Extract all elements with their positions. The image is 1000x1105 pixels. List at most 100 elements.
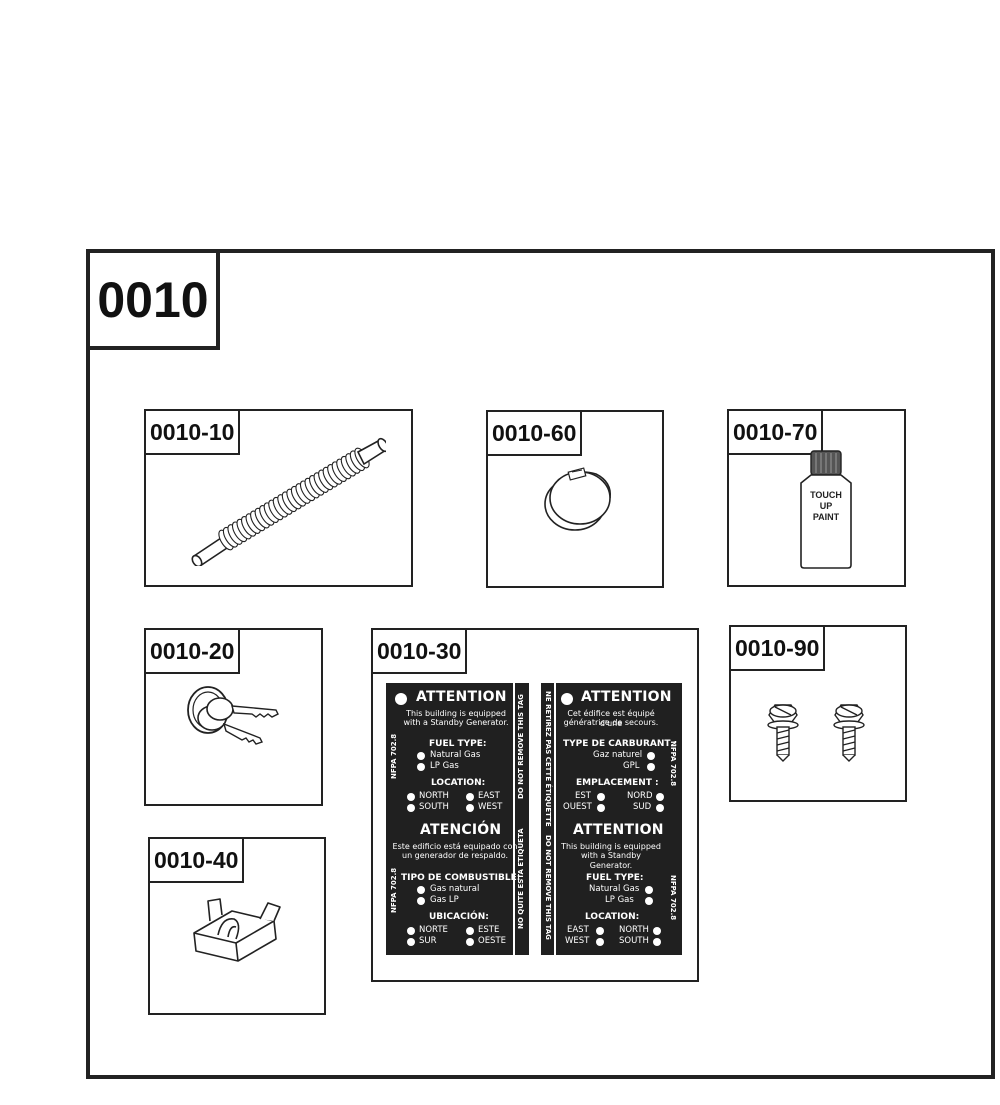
location-option-2: EAST — [478, 791, 500, 801]
part-0010-30-box[interactable]: 0010-30 ATTENTION This building is equip… — [371, 628, 699, 982]
tag-tear-strip — [513, 683, 515, 955]
tag-title: ATTENTION — [416, 689, 507, 705]
fuel-type-heading: FUEL TYPE: — [429, 739, 487, 749]
radio-dot-icon — [656, 804, 664, 812]
kit-number: 0010 — [90, 253, 220, 350]
part-0010-40-box[interactable]: 0010-40 — [148, 837, 326, 1015]
flexible-fuel-line-icon — [191, 437, 386, 566]
fuel-option-1: Natural Gas — [430, 750, 481, 760]
part-0010-10-box[interactable]: 0010-10 — [144, 409, 413, 587]
fuel-option2-1: Natural Gas — [589, 884, 640, 894]
attention-tag-right: NE RETIREZ PAS CETTE ÉTIQUETTE DO NOT RE… — [541, 683, 682, 955]
location-option2-2: NORTH — [619, 925, 649, 935]
part-0010-60-label: 0010-60 — [488, 412, 583, 456]
tag-side-code-2: NFPA 702.8 — [669, 875, 677, 921]
radio-dot-icon — [466, 927, 474, 935]
part-0010-90-box[interactable]: 0010-90 — [729, 625, 907, 802]
plug-cap-icon — [544, 467, 612, 531]
radio-dot-icon — [647, 763, 655, 771]
fuel-option-1: Gaz naturel — [593, 750, 643, 760]
location-option-3: SOUTH — [419, 802, 449, 812]
bottle-text-line-3: PAINT — [813, 512, 840, 522]
fuse-icon — [193, 898, 281, 962]
part-0010-70-label: 0010-70 — [729, 411, 824, 455]
location-option2-4: SOUTH — [619, 936, 649, 946]
tag-body2-line-2: with a Standby Generator. — [580, 851, 642, 870]
location-heading: LOCATION: — [431, 778, 486, 788]
location-option-1: EST — [575, 791, 591, 801]
fuel-option2-1: Gas natural — [430, 884, 480, 894]
tag-body2-line-1: This building is equipped — [561, 842, 661, 851]
tag-body-line-1: Cet édifice est équipé d'une — [567, 709, 655, 728]
location-option2-1: EAST — [567, 925, 589, 935]
radio-dot-icon — [417, 752, 425, 760]
location-heading-2: LOCATION: — [585, 912, 640, 922]
part-0010-20-label: 0010-20 — [146, 630, 241, 674]
fuel-type-heading: TYPE DE CARBURANT : — [563, 739, 678, 749]
location-heading: EMPLACEMENT : — [576, 778, 659, 788]
tag-hole-icon — [561, 693, 573, 705]
tag-title: ATTENTION — [581, 689, 672, 705]
radio-dot-icon — [417, 886, 425, 894]
tag-body-line-2: génératrice de secours. — [563, 718, 659, 727]
fuel-option2-2: LP Gas — [605, 895, 634, 905]
radio-dot-icon — [417, 763, 425, 771]
tag-body2-line-2: un generador de respaldo. — [402, 851, 508, 860]
location-option2-4: OESTE — [478, 936, 507, 946]
part-0010-90-label: 0010-90 — [731, 627, 826, 671]
radio-dot-icon — [647, 752, 655, 760]
part-0010-30-label: 0010-30 — [373, 630, 468, 674]
attention-tag-left: ATTENTION This building is equipped with… — [386, 683, 529, 955]
tag-strip-text-top: NE RETIREZ PAS CETTE ÉTIQUETTE — [544, 691, 552, 827]
fuel-option-2: GPL — [623, 761, 640, 771]
tag-tear-strip — [554, 683, 556, 955]
radio-dot-icon — [597, 793, 605, 801]
part-0010-10-label: 0010-10 — [146, 411, 241, 455]
radio-dot-icon — [417, 897, 425, 905]
part-0010-40-label: 0010-40 — [150, 839, 245, 883]
tag-body2-line-1: Este edificio está equipado con — [392, 842, 518, 851]
tag-title-2: ATENCIÓN — [420, 822, 502, 838]
radio-dot-icon — [653, 938, 661, 946]
location-option2-3: WEST — [565, 936, 590, 946]
radio-dot-icon — [466, 804, 474, 812]
radio-dot-icon — [645, 897, 653, 905]
touch-up-paint-bottle-icon: TOUCH UP PAINT — [800, 450, 852, 569]
tag-body-line-1: This building is equipped — [406, 709, 506, 718]
location-option-2: NORD — [627, 791, 653, 801]
radio-dot-icon — [596, 938, 604, 946]
radio-dot-icon — [597, 804, 605, 812]
location-option-3: OUEST — [563, 802, 592, 812]
radio-dot-icon — [407, 793, 415, 801]
screws-icon — [767, 704, 865, 762]
radio-dot-icon — [466, 938, 474, 946]
location-option-4: SUD — [633, 802, 652, 812]
keys-icon — [187, 686, 279, 745]
radio-dot-icon — [407, 804, 415, 812]
radio-dot-icon — [407, 938, 415, 946]
tag-side-code: NFPA 702.8 — [390, 733, 398, 779]
radio-dot-icon — [653, 927, 661, 935]
tag-title-2: ATTENTION — [573, 822, 664, 838]
fuel-option-2: LP Gas — [430, 761, 459, 771]
tag-body-line-2: with a Standby Generator. — [403, 718, 509, 727]
tag-strip-text-bottom: DO NOT REMOVE THIS TAG — [544, 835, 552, 940]
radio-dot-icon — [407, 927, 415, 935]
fuel-type-heading-2: TIPO DE COMBUSTIBLE: — [401, 873, 521, 883]
location-option-4: WEST — [478, 802, 503, 812]
location-heading-2: UBICACIÓN: — [429, 912, 489, 922]
radio-dot-icon — [656, 793, 664, 801]
bottle-text-line-2: UP — [820, 501, 833, 511]
location-option2-2: ESTE — [478, 925, 500, 935]
fuel-option2-2: Gas LP — [430, 895, 459, 905]
fuel-type-heading-2: FUEL TYPE: — [586, 873, 644, 883]
radio-dot-icon — [466, 793, 474, 801]
radio-dot-icon — [645, 886, 653, 894]
location-option2-3: SUR — [419, 936, 437, 946]
part-0010-70-box[interactable]: 0010-70 TOUCH UP PAINT — [727, 409, 906, 587]
part-0010-20-box[interactable]: 0010-20 — [144, 628, 323, 806]
tag-side-code-2: NFPA 702.8 — [390, 867, 398, 913]
location-option-1: NORTH — [419, 791, 449, 801]
bottle-text-line-1: TOUCH — [810, 490, 842, 500]
part-0010-60-box[interactable]: 0010-60 — [486, 410, 664, 588]
